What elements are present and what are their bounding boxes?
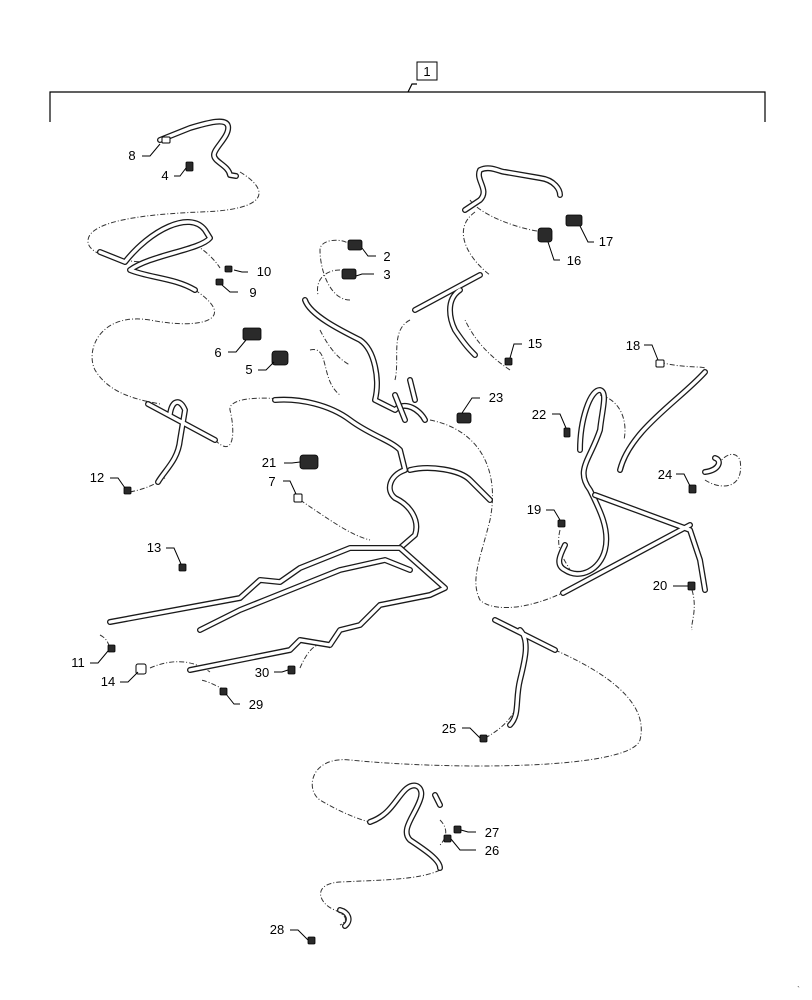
routing-lines <box>87 171 742 926</box>
components <box>107 136 697 945</box>
part-23-connector <box>456 412 472 424</box>
part-27-connector <box>453 825 462 834</box>
callout-16: 16 <box>567 253 581 268</box>
part-17-connector <box>565 214 583 227</box>
callout-15: 15 <box>528 336 542 351</box>
callout-6: 6 <box>214 345 221 360</box>
callout-23: 23 <box>489 390 503 405</box>
assembly-callout-box <box>416 61 438 81</box>
callout-8: 8 <box>128 148 135 163</box>
callout-17: 17 <box>599 234 613 249</box>
callout-20: 20 <box>653 578 667 593</box>
callout-19: 19 <box>527 502 541 517</box>
part-29-connector <box>219 687 228 696</box>
part-3-connector <box>341 268 357 280</box>
callout-9: 9 <box>249 285 256 300</box>
callout-12: 12 <box>90 470 104 485</box>
callout-5: 5 <box>245 362 252 377</box>
callout-27: 27 <box>485 825 499 840</box>
callout-4: 4 <box>161 168 168 183</box>
part-15-connector <box>504 357 513 366</box>
callout-13: 13 <box>147 540 161 555</box>
part-9-connector <box>215 278 224 286</box>
part-21-connector <box>299 454 319 470</box>
callout-22: 22 <box>532 407 546 422</box>
part-14-terminal <box>135 663 147 675</box>
part-26-connector <box>443 834 452 843</box>
part-20-connector <box>687 581 696 591</box>
callout-28: 28 <box>270 922 284 937</box>
callout-2: 2 <box>383 249 390 264</box>
part-12-connector <box>123 486 132 495</box>
part-18-terminal <box>655 359 665 368</box>
callout-26: 26 <box>485 843 499 858</box>
part-10-connector <box>224 265 233 273</box>
assembly-callout-label: 1 <box>423 64 430 79</box>
callout-24: 24 <box>658 467 672 482</box>
callout-10: 10 <box>257 264 271 279</box>
part-7-terminal <box>293 493 303 503</box>
part-13-connector <box>178 563 187 572</box>
harness-tubes <box>97 118 722 929</box>
part-30-connector <box>287 665 296 675</box>
callouts: 8 4 10 9 2 3 17 16 6 5 15 18 23 22 21 12 <box>71 143 691 941</box>
part-16-connector <box>537 227 553 243</box>
callout-29: 29 <box>249 697 263 712</box>
part-8-terminal <box>161 136 171 144</box>
callout-25: 25 <box>442 721 456 736</box>
callout-14: 14 <box>101 674 115 689</box>
assembly-bracket: 1 <box>49 61 766 122</box>
part-25-connector <box>479 734 488 743</box>
part-19-connector <box>557 519 566 528</box>
part-6-connector <box>242 327 262 341</box>
part-24-connector <box>688 484 697 494</box>
callout-30: 30 <box>255 665 269 680</box>
part-5-connector <box>271 350 289 366</box>
part-11-connector <box>107 644 116 653</box>
callout-3: 3 <box>383 267 390 282</box>
callout-11: 11 <box>71 655 85 670</box>
part-2-connector <box>347 239 363 251</box>
callout-21: 21 <box>262 455 276 470</box>
part-28-connector <box>307 936 316 945</box>
part-22-connector <box>563 427 571 438</box>
callout-7: 7 <box>268 474 275 489</box>
callout-18: 18 <box>626 338 640 353</box>
corner-mark: ` <box>797 985 800 995</box>
part-4-connector <box>185 161 194 172</box>
